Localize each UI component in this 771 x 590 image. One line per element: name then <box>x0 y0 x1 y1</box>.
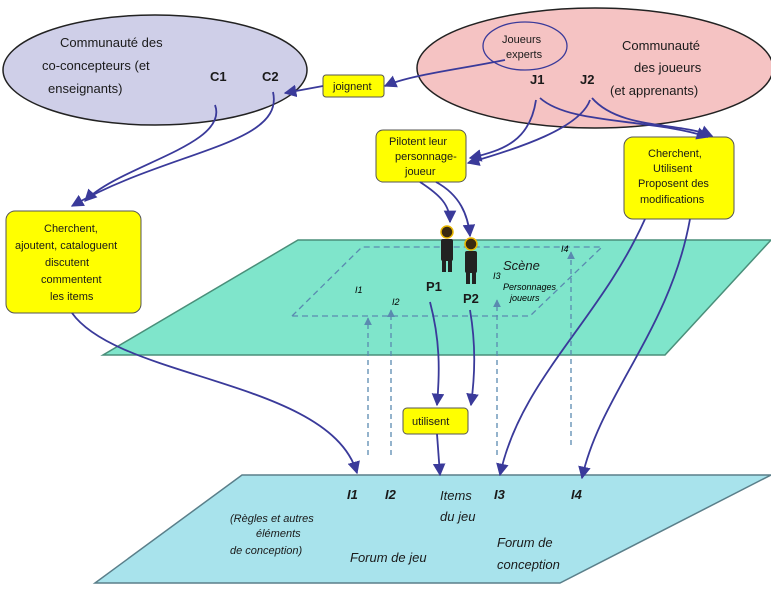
box-cherchent-designers-line-5: les items <box>50 291 94 303</box>
expert-players-ellipse <box>482 21 568 71</box>
arrow-cherchent-to-i1 <box>71 312 360 475</box>
box-pilotent-line-1: Pilotent leur <box>389 136 447 148</box>
scene-inner-outline <box>290 246 604 317</box>
box-cherchent-players <box>623 136 735 220</box>
actor-p1: P1 <box>426 279 442 294</box>
arrow-experts-to-joignent <box>383 59 506 88</box>
forum-rules-line-1: (Règles et autres <box>230 513 314 525</box>
scene-sublabel-line-2: joueurs <box>509 293 540 303</box>
arrow-p1-to-items <box>429 301 445 407</box>
arrow-cherchent-to-i3 <box>496 218 646 477</box>
box-cherchent-players-line-1: Cherchent, <box>648 148 702 160</box>
box-utilisent <box>402 407 469 435</box>
players-line-3: (et apprenants) <box>610 83 698 98</box>
forum-item-i4: I4 <box>571 487 583 502</box>
forum-conception-line-2: conception <box>497 557 560 572</box>
box-cherchent-designers-line-2: ajoutent, cataloguent <box>15 240 117 252</box>
arrow-joignent-to-c2 <box>283 84 324 98</box>
forum-jeu-label: Forum de jeu <box>350 550 427 565</box>
expert-players-line-2: experts <box>506 49 543 61</box>
scene-sublabel-line-1: Personnages <box>503 282 557 292</box>
box-cherchent-designers-line-1: Cherchent, <box>44 223 98 235</box>
box-cherchent-designers-line-3: discutent <box>45 257 89 269</box>
arrow-j2-to-cherchent <box>591 97 714 138</box>
forum-rules-line-3: de conception) <box>230 545 302 557</box>
scene-item-i1: I1 <box>355 285 363 295</box>
arrow-c2-to-cherchent-b <box>70 91 275 207</box>
forum-items-label-line-2: du jeu <box>440 509 475 524</box>
box-cherchent-players-line-4: modifications <box>640 194 705 206</box>
forum-rules-line-2: éléments <box>256 528 301 540</box>
arrow-c1-to-cherchent-a <box>84 104 218 202</box>
scene-title: Scène <box>503 258 540 273</box>
forum-conception-line-1: Forum de <box>497 535 553 550</box>
arrow-utilisent-to-items <box>432 433 446 477</box>
arrow-pilotent-to-p1 <box>419 181 457 224</box>
actor-c1: C1 <box>210 69 227 84</box>
actor-p2: P2 <box>463 291 479 306</box>
scene-item-i2: I2 <box>392 297 400 307</box>
box-joignent-label: joignent <box>332 81 372 93</box>
forum-item-i1: I1 <box>347 487 358 502</box>
box-cherchent-designers <box>5 210 142 314</box>
players-line-1: Communauté <box>622 38 700 53</box>
co-designers-line-3: enseignants) <box>48 81 122 96</box>
box-pilotent-line-2: personnage- <box>395 151 457 163</box>
arrow-p2-to-items <box>466 309 479 407</box>
players-ellipse <box>416 7 771 129</box>
arrow-j2-to-pilotent <box>466 99 591 166</box>
forum-plane <box>92 474 771 584</box>
co-designers-ellipse <box>2 14 308 126</box>
box-cherchent-designers-line-4: commentent <box>41 274 102 286</box>
player-character-p2-figure <box>464 237 478 284</box>
expert-players-line-1: Joueurs <box>502 34 542 46</box>
arrow-j1-to-pilotent <box>468 99 537 162</box>
scene-item-i3: I3 <box>493 271 501 281</box>
co-designers-line-2: co-concepteurs (et <box>42 58 150 73</box>
scene-plane <box>100 239 771 356</box>
player-character-p1-figure <box>440 225 454 272</box>
forum-item-i3: I3 <box>494 487 506 502</box>
box-utilisent-label: utilisent <box>412 416 449 428</box>
box-cherchent-players-line-2: Utilisent <box>653 163 692 175</box>
arrow-j1-to-cherchent <box>539 97 710 140</box>
actor-j2: J2 <box>580 72 594 87</box>
forum-items-label-line-1: Items <box>440 488 472 503</box>
scene-item-i4: I4 <box>561 244 569 254</box>
actor-c2: C2 <box>262 69 279 84</box>
arrow-pilotent-to-p2 <box>435 181 476 238</box>
co-designers-line-1: Communauté des <box>60 35 163 50</box>
forum-item-i2: I2 <box>385 487 397 502</box>
actor-j1: J1 <box>530 72 544 87</box>
players-line-2: des joueurs <box>634 60 702 75</box>
box-cherchent-players-line-3: Proposent des <box>638 178 709 190</box>
box-pilotent-line-3: joueur <box>404 166 436 178</box>
arrow-cherchent-to-i4 <box>578 218 691 480</box>
